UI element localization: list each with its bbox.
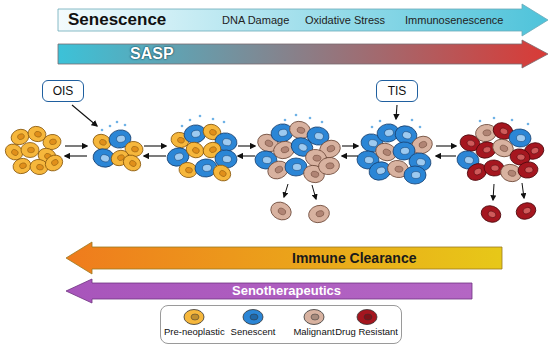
tis-box: TIS	[376, 80, 418, 102]
senotherapeutics-arrow: Senotherapeutics	[66, 279, 472, 303]
arrow-band-shape	[66, 242, 502, 274]
senescence-arrow: Senescence DNA Damage Oxidative Stress Immu…	[58, 4, 548, 36]
node-label: SASP	[130, 44, 174, 63]
sasp-arrow: SASP	[58, 40, 548, 68]
node-label: Senotherapeutics	[232, 283, 341, 299]
legend-item: Senescent	[231, 308, 276, 338]
legend-item: Pre-neoplastic	[164, 308, 225, 338]
legend-swatch	[182, 308, 206, 326]
node-label: Immune Clearance	[292, 250, 417, 267]
node-sublabel: Oxidative Stress	[305, 14, 385, 27]
legend-label: Malignant	[293, 327, 334, 338]
immune-clearance-arrow: Immune Clearance	[66, 242, 502, 274]
node-label: OIS	[53, 84, 74, 98]
legend-box: Pre-neoplastic Senescent MalignantDrug Res…	[160, 305, 402, 344]
legend-item: Drug Resistant	[335, 308, 398, 338]
legend-label: Pre-neoplastic	[164, 327, 225, 338]
node-sublabel: Immunosenescence	[405, 14, 503, 27]
node-sublabel: DNA Damage	[222, 14, 289, 27]
legend-label: Drug Resistant	[335, 327, 398, 338]
node-label: TIS	[388, 84, 407, 98]
node-label: Senescence	[68, 10, 166, 30]
legend-label: Senescent	[231, 327, 276, 338]
legend-item: Malignant	[293, 308, 334, 338]
ois-box: OIS	[42, 80, 84, 102]
legend-swatch	[302, 308, 326, 326]
legend-swatch	[241, 308, 265, 326]
legend-swatch	[355, 308, 379, 326]
